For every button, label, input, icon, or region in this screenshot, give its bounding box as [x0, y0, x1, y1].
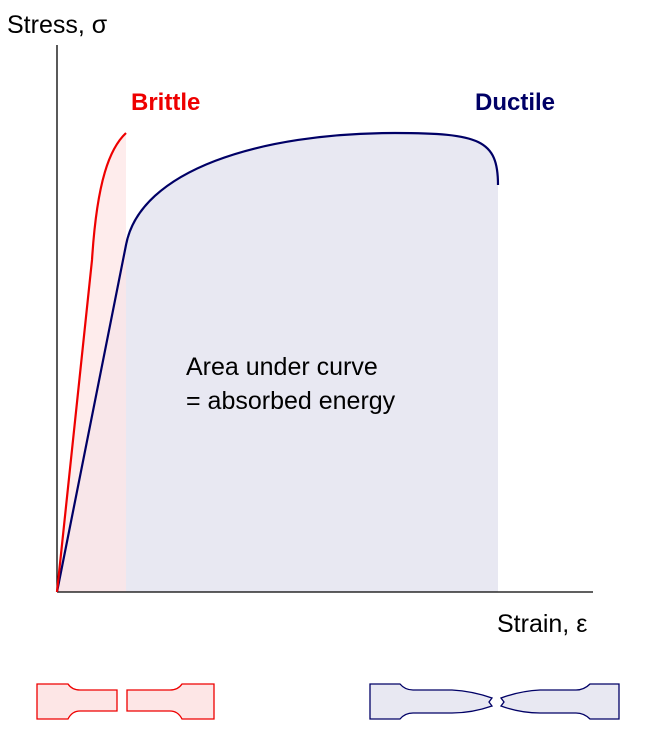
brittle-specimen-right-half [126, 683, 215, 720]
ductile-necked-specimen-icon [369, 683, 620, 720]
ductile-specimen-right-half [499, 683, 620, 720]
x-axis-label: Strain, ε [497, 610, 587, 638]
ductile-curve [55, 131, 500, 593]
annotation-line-2: = absorbed energy [186, 387, 396, 415]
annotation-line-1: Area under curve [186, 353, 378, 381]
ductile-specimen-left-half [369, 683, 494, 720]
brittle-fractured-specimen-icon [36, 683, 215, 720]
ductile-label: Ductile [475, 89, 555, 116]
brittle-curve [55, 132, 127, 593]
y-axis-label: Stress, σ [7, 11, 108, 39]
brittle-label: Brittle [131, 89, 200, 116]
brittle-area-fill [57, 133, 126, 592]
brittle-specimen-left-half [36, 683, 118, 720]
ductile-area-fill [57, 133, 498, 592]
